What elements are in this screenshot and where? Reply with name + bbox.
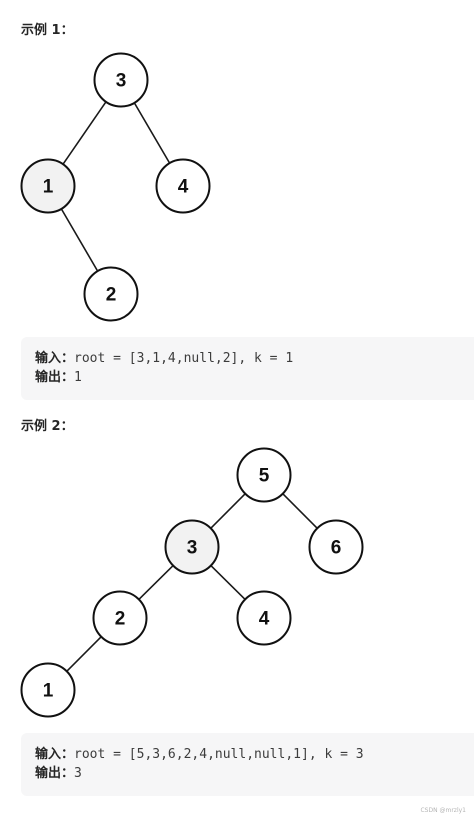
input-label: 输入： — [35, 351, 75, 366]
tree-edge — [60, 208, 99, 272]
tree-node-label: 3 — [187, 538, 198, 559]
tree-edge — [138, 565, 174, 600]
tree-node-label: 2 — [106, 285, 117, 306]
tree-edges — [60, 101, 171, 272]
tree-node: 3 — [164, 519, 220, 575]
input-value: root = [3,1,4,null,2], k = 1 — [74, 351, 294, 366]
tree-edge — [210, 565, 246, 600]
output-label: 输出： — [35, 370, 75, 385]
tree-edge — [282, 493, 318, 529]
input-line: 输入：root = [5,3,6,2,4,null,null,1], k = 3 — [35, 745, 364, 764]
example-2-title: 示例 2： — [21, 419, 74, 434]
input-label: 输入： — [35, 747, 75, 762]
tree-node-label: 2 — [115, 609, 126, 630]
tree-node-label: 3 — [116, 71, 127, 92]
tree-edge — [210, 493, 246, 529]
output-line: 输出：3 — [35, 764, 82, 783]
output-label: 输出： — [35, 766, 75, 781]
example-1-title: 示例 1： — [21, 23, 74, 38]
tree-edge — [66, 636, 102, 672]
watermark: CSDN @mrzly1 — [420, 807, 466, 814]
tree-node: 5 — [236, 447, 292, 503]
tree-edge — [62, 101, 107, 165]
example-1-tree-diagram: 3 1 4 2 — [20, 52, 211, 322]
tree-edges — [66, 493, 318, 672]
tree-node: 4 — [155, 158, 211, 214]
example-2-tree-diagram: 5 3 6 2 4 1 — [20, 447, 364, 718]
tree-node: 1 — [20, 158, 76, 214]
tree-node: 6 — [308, 519, 364, 575]
tree-node-label: 5 — [259, 466, 270, 487]
example-1-io-block: 输入：root = [3,1,4,null,2], k = 1 输出：1 — [21, 337, 474, 400]
tree-node: 2 — [92, 590, 148, 646]
tree-node: 2 — [83, 266, 139, 322]
tree-node: 4 — [236, 590, 292, 646]
tree-edge — [133, 102, 171, 164]
tree-node-label: 1 — [43, 177, 54, 198]
output-value: 3 — [74, 766, 82, 781]
tree-node-label: 4 — [178, 177, 189, 198]
example-2-io-block: 输入：root = [5,3,6,2,4,null,null,1], k = 3… — [21, 733, 474, 796]
output-line: 输出：1 — [35, 368, 82, 387]
tree-node-label: 1 — [43, 681, 54, 702]
tree-node-label: 6 — [331, 538, 342, 559]
tree-node: 1 — [20, 662, 76, 718]
output-value: 1 — [74, 370, 82, 385]
input-line: 输入：root = [3,1,4,null,2], k = 1 — [35, 349, 293, 368]
input-value: root = [5,3,6,2,4,null,null,1], k = 3 — [74, 747, 364, 762]
tree-node: 3 — [93, 52, 149, 108]
tree-node-label: 4 — [259, 609, 270, 630]
